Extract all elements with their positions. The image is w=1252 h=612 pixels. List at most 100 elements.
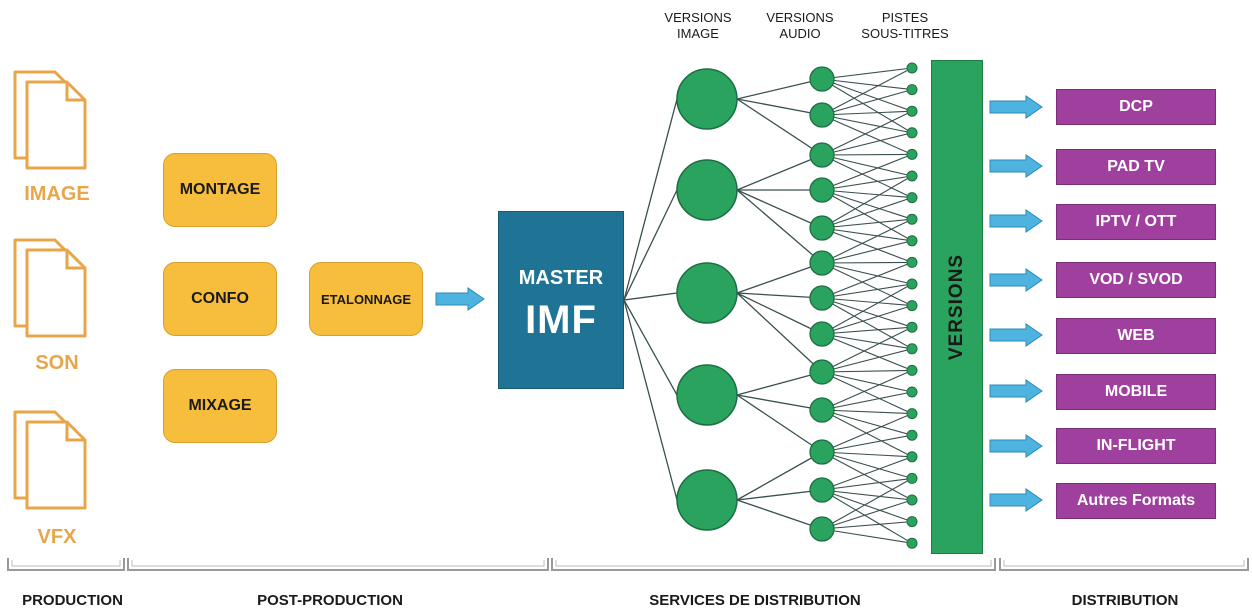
tree-link [736,451,823,501]
tree-link [736,189,823,264]
subtitle-track-node [906,62,918,74]
tree-link [821,262,913,285]
subtitle-track-node [906,408,918,420]
tree-link [736,189,823,229]
tree-link [821,110,913,156]
arrow-icon [989,323,1043,347]
tree-link [821,409,913,436]
subtitle-track-node [906,343,918,355]
tree-link [736,292,823,373]
tree-link [623,98,678,301]
subtitle-track-node [906,429,918,441]
tree-link [821,499,913,530]
tree-link [821,114,913,155]
tree-link [736,292,823,335]
subtitle-track-node [906,472,918,484]
header-versions-audio: VERSIONS AUDIO [766,10,834,41]
format-pad-tv: PAD TV [1056,149,1216,185]
subtitle-track-node [906,278,918,290]
file-icon-front [25,420,87,510]
tree-link [821,153,913,156]
tree-link [821,333,913,350]
tree-link [821,283,913,335]
tree-link [821,67,913,116]
tree-link [821,489,913,544]
tree-link [821,175,913,191]
phase-bracket-inner [131,560,545,567]
tree-link [821,391,913,411]
phase-bracket-inner [1003,560,1245,567]
phase-bracket-inner [11,560,121,567]
arrow-icon [989,434,1043,458]
header-subtitle-tracks: PISTES SOUS-TITRES [861,10,949,41]
subtitle-track-node [906,127,918,139]
tree-link [821,489,913,523]
tree-link [821,409,913,458]
tree-link [821,477,913,491]
tree-link [821,348,913,373]
audio-version-node [809,142,835,168]
audio-version-node [809,321,835,347]
tree-link [821,528,913,544]
tree-link [821,413,913,453]
tree-link [821,305,913,335]
arrow-icon [989,379,1043,403]
image-version-node [676,469,738,531]
subtitle-track-node [906,148,918,160]
tree-link [821,78,913,91]
audio-version-node [809,250,835,276]
file-icon [13,70,87,170]
tree-link [821,227,913,242]
format-vod-svod: VOD / SVOD [1056,262,1216,298]
tree-link [821,371,913,415]
file-icon [13,410,87,510]
phase-production: PRODUCTION [22,592,123,609]
tree-link [821,371,913,393]
tree-link [821,189,913,220]
phase-bracket-inner [555,560,992,567]
arrow-icon [989,209,1043,233]
tree-link [821,451,913,501]
step-montage: MONTAGE [163,153,277,227]
format-dcp: DCP [1056,89,1216,125]
phase-bracket [999,558,1249,571]
tree-link [821,283,913,299]
step-confo: CONFO [163,262,277,336]
step-etalonnage: ETALONNAGE [309,262,423,336]
tree-link [821,477,913,530]
tree-link [821,489,913,501]
file-label-son: SON [35,352,79,374]
subtitle-track-node [906,300,918,312]
subtitle-track-node [906,192,918,204]
tree-link [821,154,913,177]
subtitle-track-node [906,256,918,268]
tree-link [821,456,913,491]
tree-link [736,394,823,411]
tree-link [736,98,823,116]
tree-link [821,175,913,229]
phase-distribution: DISTRIBUTION [1071,592,1179,609]
tree-link [736,489,823,501]
phase-bracket [127,558,549,571]
tree-link [736,262,823,294]
subtitle-track-node [906,516,918,528]
format-autres-formats: Autres Formats [1056,483,1216,519]
master-imf-box: MASTER IMF [498,211,624,389]
tree-link [736,154,823,191]
image-version-node [676,68,738,130]
audio-version-node [809,397,835,423]
tree-link [821,369,913,411]
tree-link [623,189,678,301]
audio-version-node [809,359,835,385]
audio-version-node [809,285,835,311]
file-icon-front [25,80,87,170]
arrow-icon [989,488,1043,512]
tree-link [623,292,678,301]
subtitle-track-node [906,321,918,333]
phase-bracket [7,558,125,571]
tree-link [821,261,913,264]
tree-link [736,292,823,299]
tree-link [736,499,823,530]
tree-link [736,78,823,100]
format-mobile: MOBILE [1056,374,1216,410]
